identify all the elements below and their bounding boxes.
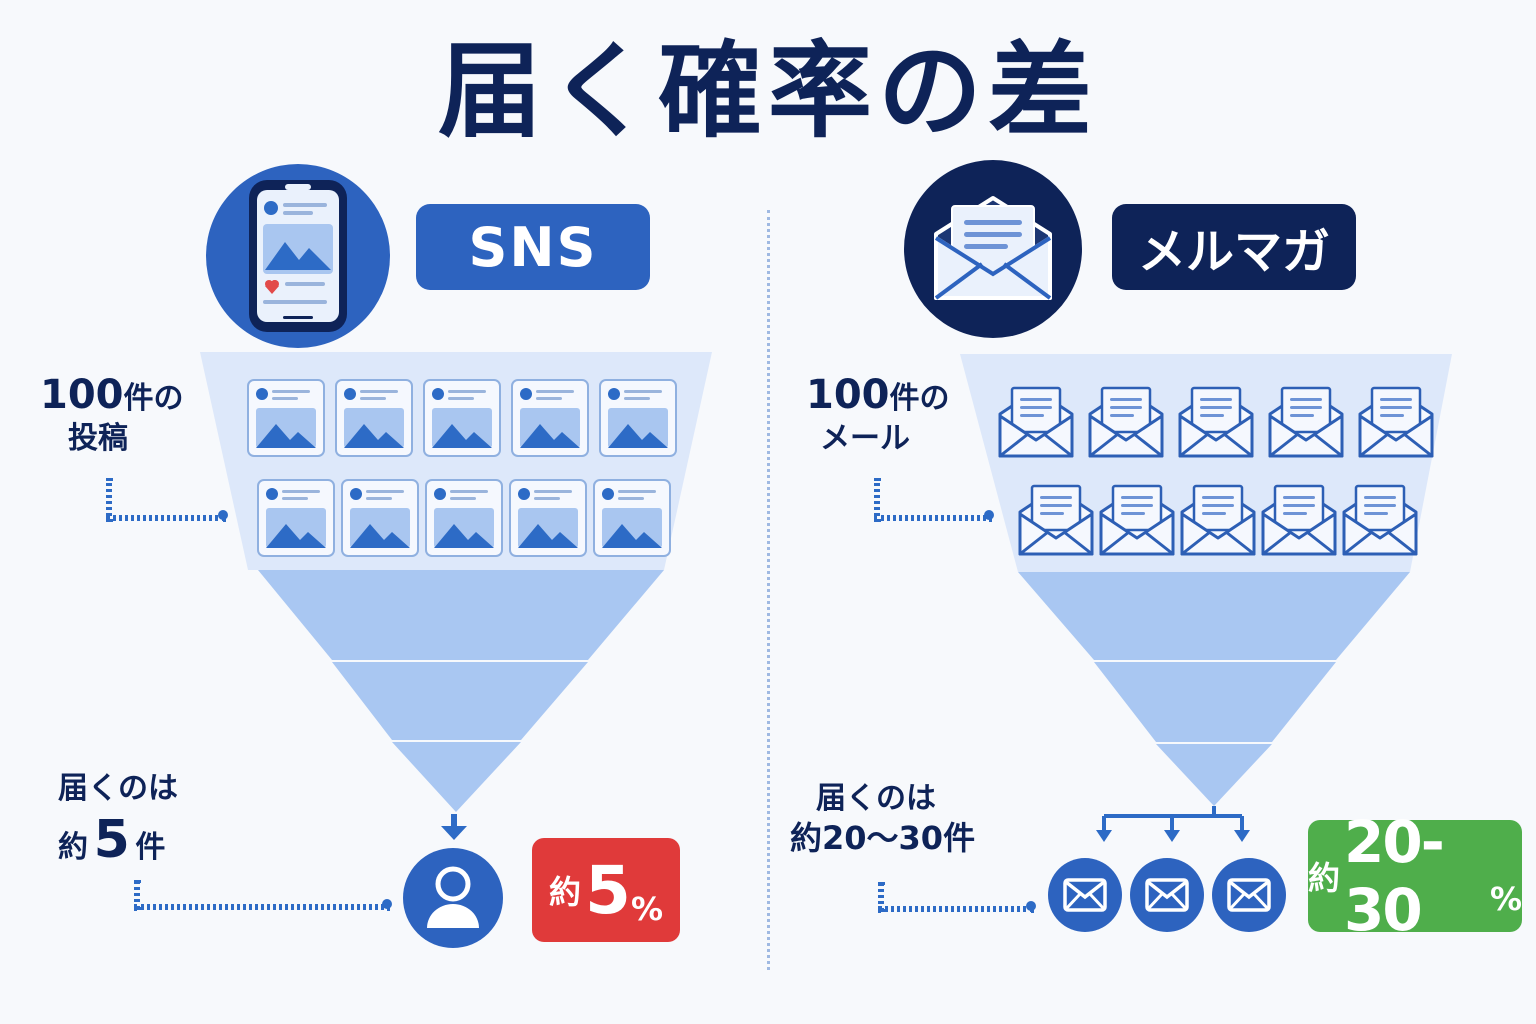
user-icon <box>403 848 503 948</box>
open-envelope-icon <box>904 160 1082 338</box>
page-title: 届く確率の差 <box>437 30 1098 152</box>
sns-bottom-label: 届くのは 約 5 件 <box>58 771 178 870</box>
sns-top-leader-dot <box>218 510 228 520</box>
smartphone-icon <box>206 164 390 348</box>
letter-envelope-icon <box>1340 482 1420 562</box>
letter-envelope-icon <box>1086 384 1166 464</box>
letter-envelope-icon <box>1176 384 1256 464</box>
post-card-icon <box>340 478 420 562</box>
post-card-icon <box>510 378 590 462</box>
mail-top-leader-h <box>874 515 992 521</box>
mail-label: メルマガ <box>1112 204 1356 290</box>
post-card-icon <box>246 378 326 462</box>
sns-bottom-leader-dot <box>382 899 392 909</box>
envelope-icon <box>1048 858 1122 932</box>
letter-envelope-icon <box>1016 482 1096 562</box>
post-card-icon <box>256 478 336 562</box>
letter-envelope-icon <box>1266 384 1346 464</box>
post-card-icon <box>592 478 672 562</box>
letter-envelope-icon <box>1259 482 1339 562</box>
letter-envelope-icon <box>996 384 1076 464</box>
letter-envelope-icon <box>1178 482 1258 562</box>
envelope-icon <box>1212 858 1286 932</box>
sns-top-label: 100件の 投稿 <box>40 372 184 456</box>
envelope-icon <box>1130 858 1204 932</box>
post-card-icon <box>422 378 502 462</box>
post-card-icon <box>598 378 678 462</box>
mail-top-label: 100件の メール <box>806 372 950 456</box>
post-card-icon <box>508 478 588 562</box>
sns-label: SNS <box>416 204 650 290</box>
post-card-icon <box>424 478 504 562</box>
mail-bottom-leader-dot <box>1026 901 1036 911</box>
center-divider <box>767 210 770 970</box>
mail-bottom-leader-h <box>878 906 1034 912</box>
mail-top-leader-dot <box>984 510 994 520</box>
letter-envelope-icon <box>1356 384 1436 464</box>
mail-bottom-label: 届くのは 約20～30件 <box>790 781 976 857</box>
letter-envelope-icon <box>1097 482 1177 562</box>
post-card-icon <box>334 378 414 462</box>
